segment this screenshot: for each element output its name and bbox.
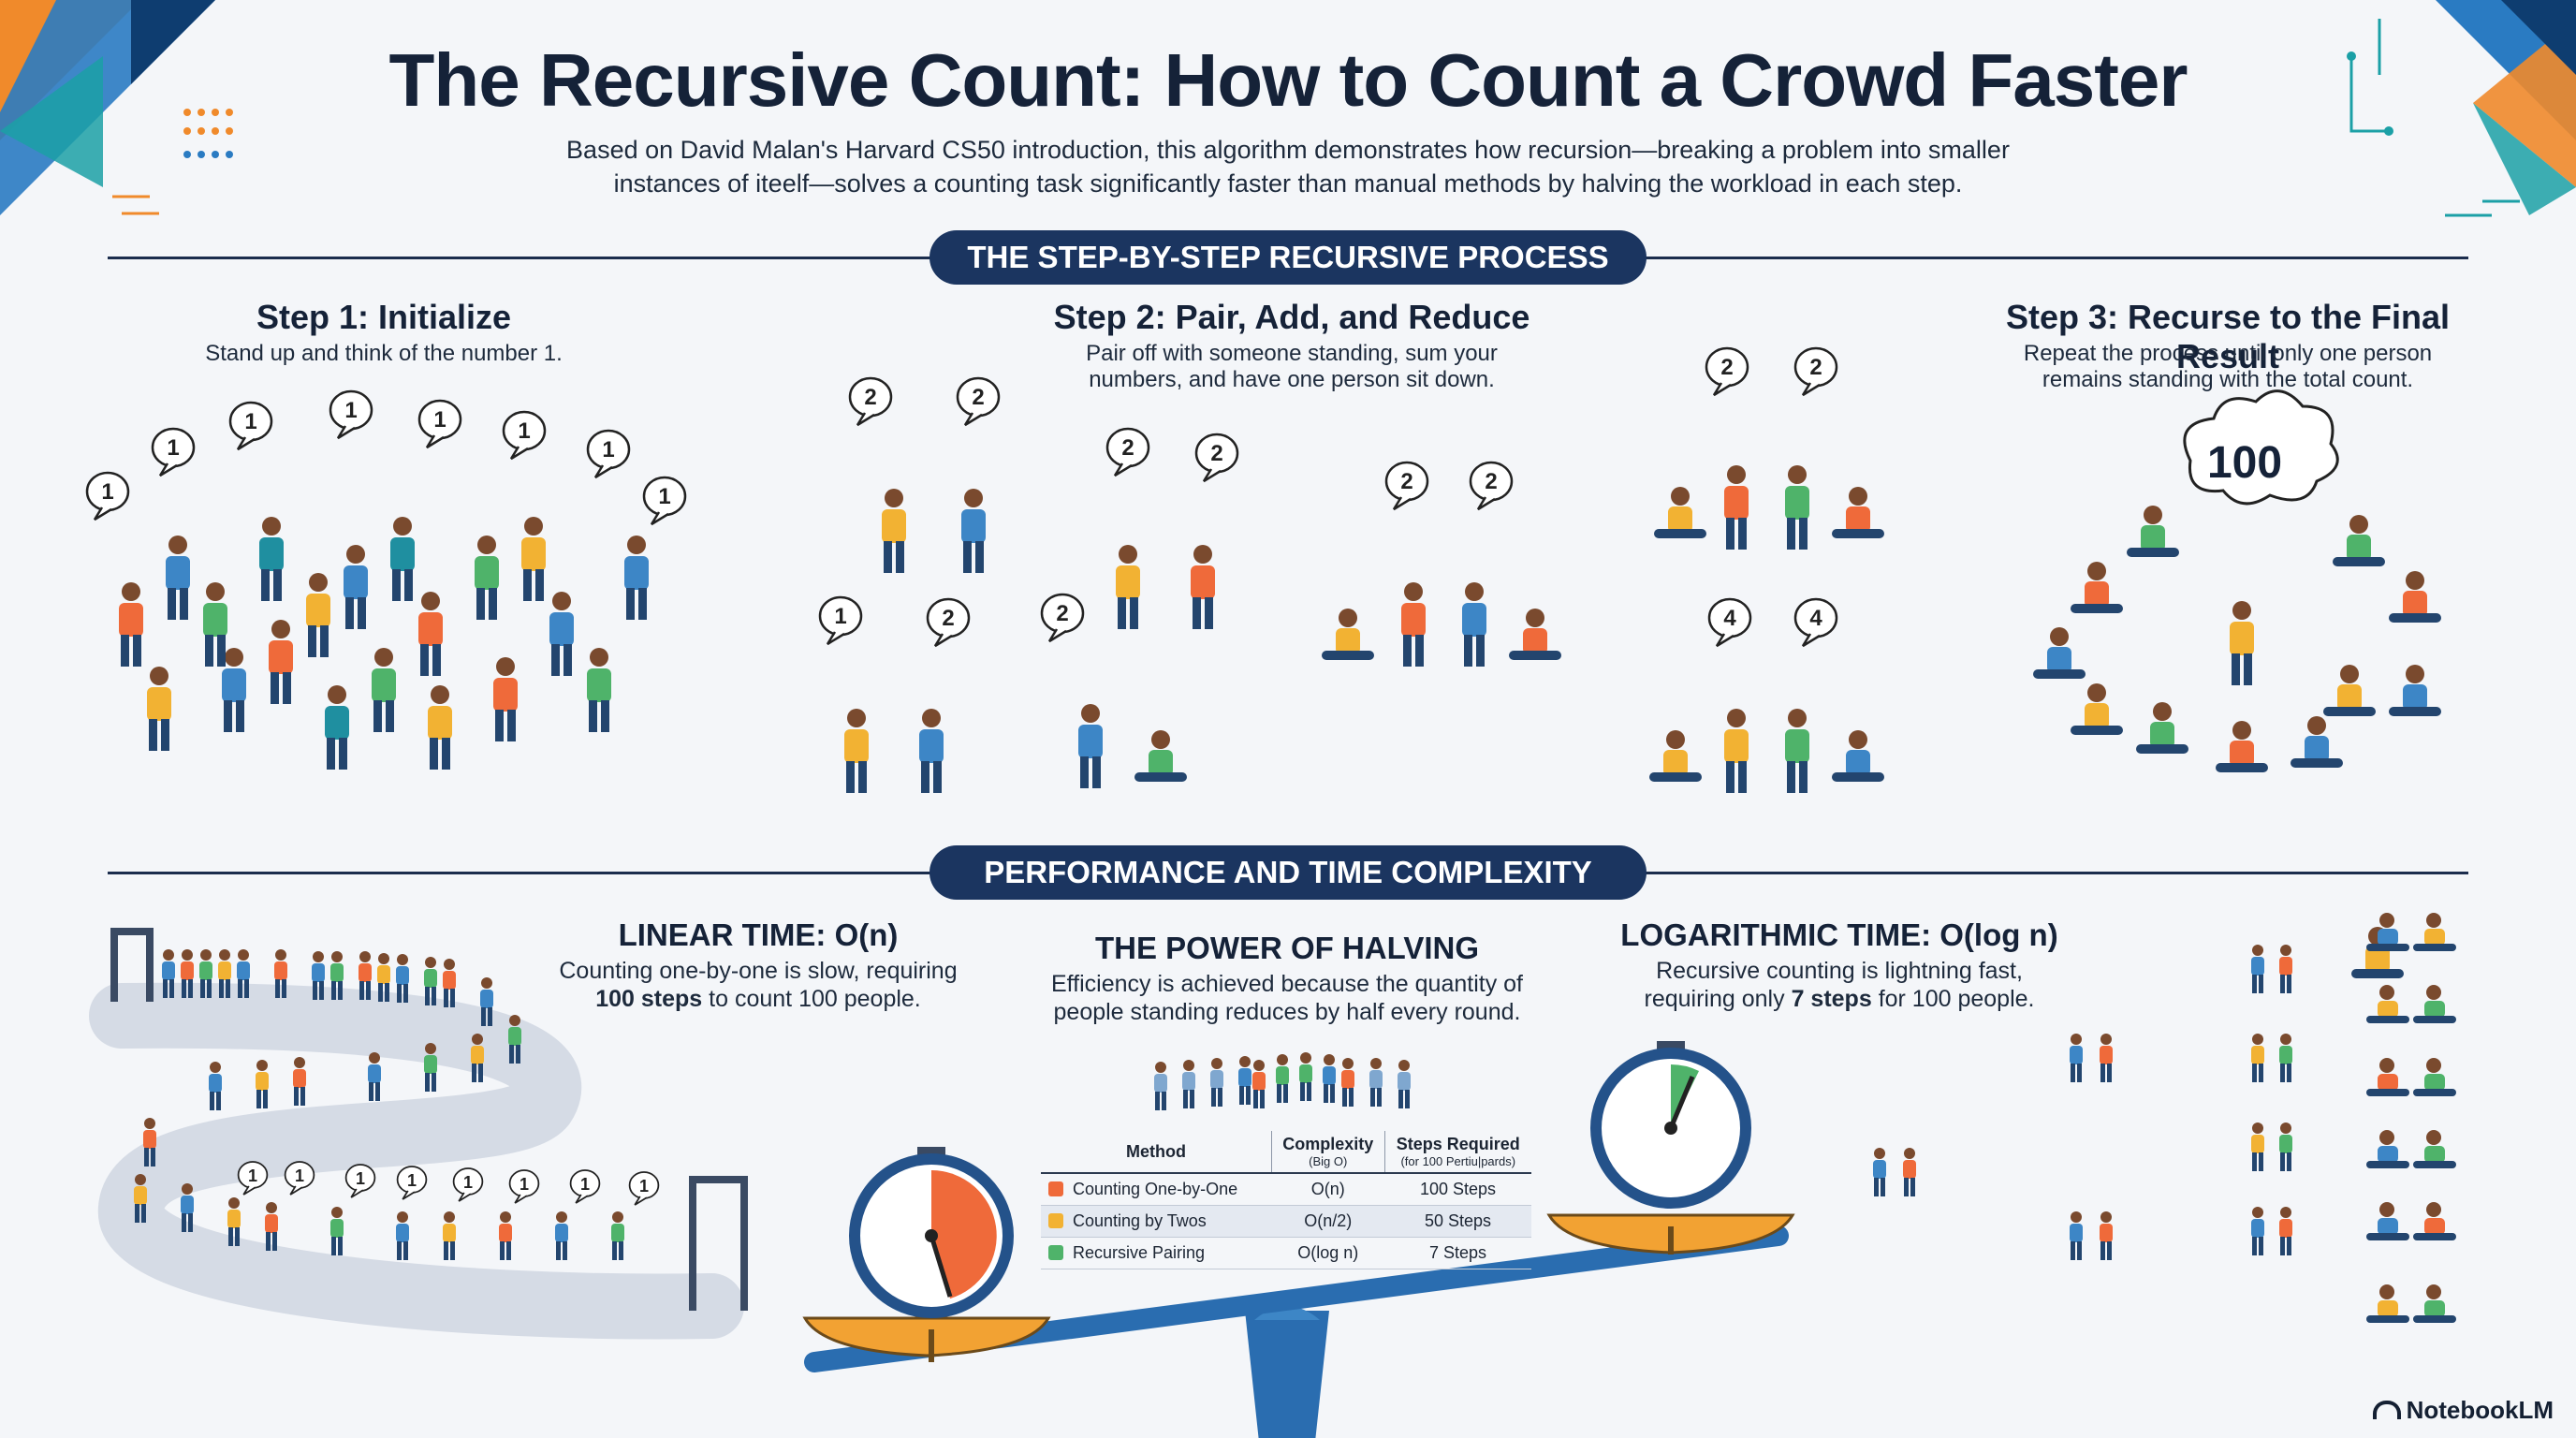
step-3-description: Repeat the process until only one person… (2023, 341, 2433, 392)
bubble-number: 1 (344, 398, 357, 423)
notebooklm-logo-icon (2372, 1401, 2401, 1419)
log-description: Recursive counting is lightning fast, re… (1644, 958, 2035, 1012)
page-title: The Recursive Count: How to Count a Crow… (388, 38, 2188, 122)
halving-title: THE POWER OF HALVING (1094, 931, 1480, 965)
bubble-number: 2 (1210, 441, 1222, 466)
bubble-number: 1 (407, 1171, 417, 1190)
stopwatch-slow-icon (849, 1147, 1014, 1318)
bubble-number: 2 (1056, 601, 1068, 626)
step-2-title: Step 2: Pair, Add, and Reduce (1053, 298, 1530, 336)
section-header-performance: PERFORMANCE AND TIME COMPLEXITY (929, 845, 1647, 900)
swatch-yellow (1048, 1213, 1063, 1228)
step-2-bubbles: 2 2 2 2 1 2 2 2 2 (818, 376, 1514, 648)
brand-label: NotebookLM (2372, 1396, 2554, 1425)
bubble-number: 1 (101, 479, 113, 505)
table-header-row: Method Complexity(Big O) Steps Required(… (1041, 1131, 1531, 1174)
table-header: Complexity(Big O) (1271, 1131, 1385, 1174)
bubble-number: 2 (1121, 435, 1134, 461)
swatch-orange (1048, 1181, 1063, 1196)
step-1-title: Step 1: Initialize (256, 298, 512, 336)
bubble-number: 2 (1720, 355, 1733, 380)
table-header: Steps Required(for 100 Pertiu|pards) (1383, 1131, 1531, 1174)
linear-queue-path (89, 982, 744, 1340)
table-header: Method (1041, 1131, 1272, 1174)
gate-end (689, 1176, 748, 1311)
bubble-number: 1 (518, 418, 530, 444)
halving-crowd (1154, 1052, 1411, 1110)
table-row: Counting by Twos O(n/2) 50 Steps (1041, 1205, 1531, 1238)
section-header-process: THE STEP-BY-STEP RECURSIVE PROCESS (929, 230, 1647, 285)
bubble-number: 1 (244, 409, 256, 434)
step-3-groups: 2 2 4 4 (1649, 346, 1884, 793)
linear-description: Counting one-by-one is slow, requiring 1… (559, 958, 958, 1012)
bubble-number: 2 (1400, 469, 1412, 494)
log-title: LOGARITHMIC TIME: O(log n) (1620, 917, 2058, 952)
corner-decoration-top-right (2347, 0, 2576, 217)
bubble-number: 1 (602, 437, 614, 462)
table-cell: 100 Steps (1384, 1173, 1531, 1206)
linear-title: LINEAR TIME: O(n) (618, 917, 899, 952)
bubble-number: 2 (1809, 355, 1822, 380)
swatch-green (1048, 1245, 1063, 1260)
step-1-description: Stand up and think of the number 1. (205, 341, 563, 366)
table-cell: Counting by Twos (1073, 1211, 1207, 1230)
bubble-number: 1 (658, 484, 670, 509)
table-cell: 50 Steps (1384, 1205, 1531, 1238)
table-cell: Counting One-by-One (1073, 1180, 1238, 1198)
bubble-number: 1 (520, 1175, 529, 1194)
bubble-number: 2 (864, 385, 876, 410)
bubble-number: 1 (295, 1167, 304, 1185)
bubble-number: 4 (1723, 606, 1736, 631)
page-subtitle: Based on David Malan's Harvard CS50 intr… (566, 136, 2010, 198)
table-cell: Recursive Pairing (1073, 1243, 1206, 1262)
step-3-final-circle: 100 (2033, 389, 2441, 772)
final-count-number: 100 (2207, 438, 2282, 488)
linear-queue-bubbles: 1 1 1 1 1 1 1 1 (237, 1161, 660, 1206)
table-row: Counting One-by-One O(n) 100 Steps (1041, 1173, 1531, 1206)
table-cell: 7 Steps (1384, 1237, 1531, 1269)
bubble-number: 1 (639, 1177, 649, 1196)
bubble-number: 1 (463, 1173, 473, 1192)
final-count-bubble (2183, 389, 2339, 506)
complexity-table: Method Complexity(Big O) Steps Required(… (1041, 1131, 1531, 1269)
halving-description: Efficiency is achieved because the quant… (1050, 971, 1524, 1025)
bubble-number: 1 (167, 435, 179, 461)
stopwatch-fast-icon (1590, 1041, 1751, 1209)
table-cell: O(n) (1271, 1173, 1385, 1206)
step-3-title: Step 3: Recurse to the Final Result (2005, 298, 2451, 375)
corner-decoration-top-left (0, 0, 233, 215)
step-1-bubbles: 1 1 1 1 1 1 1 1 (85, 389, 687, 526)
bubble-number: 2 (1485, 469, 1497, 494)
bubble-number: 4 (1809, 606, 1822, 631)
table-row: Recursive Pairing O(log n) 7 Steps (1041, 1237, 1531, 1269)
step-2-description: Pair off with someone standing, sum your… (1086, 341, 1498, 392)
table-cell: O(n/2) (1271, 1205, 1385, 1238)
bubble-number: 1 (834, 604, 846, 629)
bubble-number: 2 (972, 385, 984, 410)
bubble-number: 1 (356, 1169, 365, 1188)
bubble-number: 1 (580, 1175, 590, 1194)
bubble-number: 1 (433, 407, 446, 433)
bubble-number: 1 (248, 1167, 257, 1185)
bubble-number: 2 (942, 606, 954, 631)
table-cell: O(log n) (1271, 1237, 1385, 1269)
gate-start (110, 928, 154, 1002)
log-sitters (2366, 913, 2456, 1323)
balance-scale (802, 1213, 1795, 1438)
